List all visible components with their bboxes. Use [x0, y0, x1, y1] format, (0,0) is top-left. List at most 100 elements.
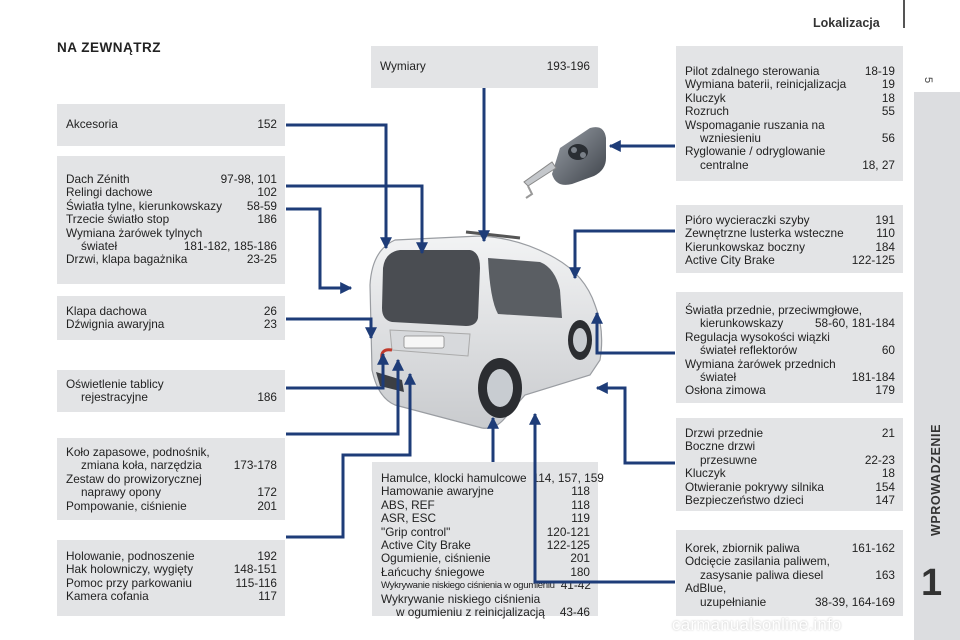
entry-label: przesuwne [700, 452, 758, 467]
entry-label: ABS, REF [381, 497, 435, 512]
entry-pages: 58-60, 181-184 [814, 316, 895, 331]
entry-label: "Grip control" [381, 524, 451, 539]
index-entry: Kluczyk 18 [685, 90, 895, 105]
entry-label: Wykrywanie niskiego ciśnienia [381, 591, 541, 606]
entry-label: Wymiana żarówek przednich [685, 356, 836, 371]
box-kolo: Koło zapasowe, podnośnik,zmiana koła, na… [57, 438, 285, 520]
entry-label: Kluczyk [685, 90, 726, 105]
entry-label: Pompowanie, ciśnienie [66, 498, 187, 513]
entry-pages: 18-19 [864, 64, 895, 78]
entry-pages: 23-25 [246, 252, 277, 267]
entry-label: Active City Brake [685, 253, 775, 268]
entry-pages: 118 [571, 497, 590, 512]
index-entry: Boczne drzwi [685, 439, 895, 453]
watermark: carmanualsonline.info [672, 615, 842, 634]
entry-label: Korek, zbiornik paliwa [685, 541, 800, 555]
entry-pages: 43-46 [559, 605, 590, 620]
entry-label: rejestracyjne [81, 390, 148, 405]
entry-label: zasysanie paliwa diesel [700, 567, 824, 582]
key-fob-image [523, 127, 606, 199]
index-entry: Wymiana żarówek przednich [685, 356, 895, 371]
entry-label: Światła tylne, kierunkowskazy [66, 198, 223, 213]
entry-label: Hamowanie awaryjne [381, 484, 494, 499]
entry-label: Otwieranie pokrywy silnika [685, 479, 824, 494]
entry-pages: 186 [257, 390, 277, 405]
chapter-number: 1 [921, 562, 943, 604]
entry-pages: 102 [257, 185, 277, 200]
entry-label: kierunkowskazy [700, 316, 784, 331]
entry-label: Active City Brake [381, 538, 471, 553]
entry-pages: 22-23 [864, 452, 895, 467]
entry-label: Oświetlenie tablicy [66, 377, 164, 391]
entry-pages: 23 [263, 317, 277, 332]
index-entry: Pilot zdalnego sterowania 18-19 [685, 64, 895, 78]
entry-label: Kierunkowskaz boczny [685, 239, 805, 254]
entry-pages: 18 [881, 90, 895, 105]
entry-label: Dźwignia awaryjna [66, 317, 165, 332]
entry-pages: 181-184 [851, 370, 895, 385]
entry-label: Trzecie światło stop [66, 212, 170, 227]
entry-pages: 122-125 [851, 253, 895, 268]
index-entry: Wykrywanie niskiego ciśnienia [381, 591, 590, 606]
entry-label: Pilot zdalnego sterowania [685, 64, 820, 78]
entry-pages: 18, 27 [862, 157, 895, 172]
entry-label: Światła przednie, przeciwmgłowe, [685, 303, 863, 317]
entry-label: ASR, ESC [381, 511, 437, 526]
car-image [369, 230, 603, 429]
entry-pages: 110 [876, 226, 895, 241]
entry-label: Hak holowniczy, wygięty [66, 562, 193, 577]
entry-pages: 163 [875, 567, 895, 582]
entry-pages: 119 [571, 511, 590, 526]
entry-label: uzupełnianie [700, 594, 767, 609]
index-entry: Oświetlenie tablicy [66, 377, 277, 391]
entry-label: AdBlue, [685, 581, 727, 596]
entry-label: Zestaw do prowizorycznej [66, 471, 202, 486]
index-entry: Koło zapasowe, podnośnik, [66, 445, 277, 459]
entry-label: Ogumienie, ciśnienie [381, 551, 491, 566]
entry-label: Relingi dachowe [66, 185, 153, 200]
entry-pages: 122-125 [546, 538, 590, 553]
entry-pages: 19 [881, 77, 895, 92]
index-entry: Kluczyk 18 [685, 466, 895, 481]
entry-label: Wymiana baterii, reinicjalizacja [685, 77, 847, 92]
entry-label: Kluczyk [685, 466, 726, 481]
entry-pages: 18 [881, 466, 895, 481]
entry-label: Dach Zénith [66, 172, 130, 186]
entry-pages: 117 [258, 589, 277, 604]
entry-pages: 147 [875, 493, 895, 508]
index-entry: AdBlue, [685, 581, 895, 596]
entry-label: Wymiary [380, 59, 426, 73]
index-entry: zasysanie paliwa diesel 163 [685, 567, 895, 582]
entry-label: Kamera cofania [66, 589, 149, 604]
entry-label: Regulacja wysokości wiązki [685, 329, 830, 344]
entry-label: Łańcuchy śniegowe [381, 564, 485, 579]
entry-pages: 152 [257, 117, 277, 131]
entry-pages: 56 [881, 131, 895, 146]
